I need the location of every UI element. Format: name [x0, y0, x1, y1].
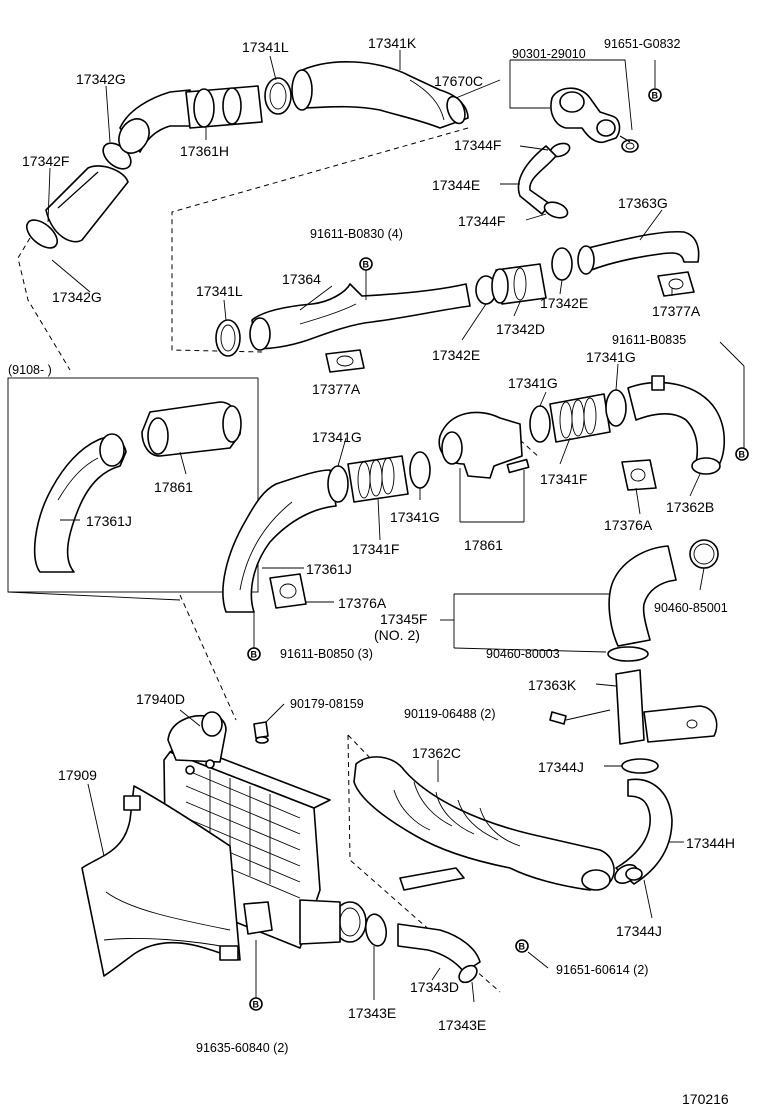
- label-17377A-left: 17377A: [312, 381, 361, 397]
- label-17341F-right: 17341F: [540, 471, 587, 487]
- label-17861-inset: 17861: [154, 479, 193, 495]
- label-90301-29010: 90301-29010: [512, 47, 586, 61]
- label-17341L-mid: 17341L: [196, 283, 243, 299]
- inset-box: (9108- ): [7, 363, 259, 601]
- svg-text:B: B: [652, 91, 659, 101]
- label-17341K: 17341K: [368, 35, 417, 51]
- label-17670C: 17670C: [434, 73, 483, 89]
- label-17363K: 17363K: [528, 677, 577, 693]
- part-labels: 17341L 17341K 17342G 17670C 90301-29010 …: [22, 35, 735, 1107]
- label-17342F: 17342F: [22, 153, 69, 169]
- label-17344E: 17344E: [432, 177, 480, 193]
- diagram-number: 170216: [682, 1091, 729, 1107]
- top-left-hose-assembly: [25, 61, 469, 249]
- svg-text:B: B: [739, 450, 746, 460]
- label-91611-B0835: 91611-B0835: [612, 333, 686, 347]
- label-17341L-top: 17341L: [242, 39, 289, 55]
- label-90119-06488: 90119-06488 (2): [404, 707, 496, 721]
- middle-hose-row: B: [215, 230, 700, 373]
- label-17909: 17909: [58, 767, 97, 783]
- lower-hose-row: B B: [222, 341, 749, 661]
- svg-text:B: B: [251, 650, 258, 660]
- label-17376A-right: 17376A: [604, 517, 653, 533]
- label-17343D: 17343D: [410, 979, 459, 995]
- label-17344F-top: 17344F: [454, 137, 501, 153]
- label-17861-main: 17861: [464, 537, 503, 553]
- bottom-hoses: B: [364, 913, 529, 984]
- label-17361J-inset: 17361J: [86, 513, 132, 529]
- inset-parts: [33, 401, 242, 573]
- svg-text:B: B: [253, 1000, 260, 1010]
- label-17345F-no2: (NO. 2): [374, 627, 420, 643]
- top-right-valve-assembly: B: [509, 59, 662, 219]
- label-91635-60840: 91635-60840 (2): [196, 1041, 288, 1055]
- label-17342G-bottom: 17342G: [52, 289, 102, 305]
- label-91611-B0850: 91611-B0850 (3): [280, 647, 373, 661]
- label-17344F-bottom: 17344F: [458, 213, 505, 229]
- bolt-marker-icon: [515, 939, 529, 953]
- large-duct-17362c: [353, 756, 643, 891]
- intercooler-assembly: B: [81, 711, 367, 1011]
- label-90179-08159: 90179-08159: [290, 697, 364, 711]
- label-17341G-a: 17341G: [586, 349, 636, 365]
- label-17362B: 17362B: [666, 499, 714, 515]
- svg-text:B: B: [363, 260, 370, 270]
- label-17376A-left: 17376A: [338, 595, 387, 611]
- bolt-marker-icon: [648, 88, 662, 102]
- label-17341G-d: 17341G: [390, 509, 440, 525]
- label-17362C: 17362C: [412, 745, 461, 761]
- label-91651-60614: 91651-60614 (2): [556, 963, 648, 977]
- label-17344J-bottom: 17344J: [616, 923, 662, 939]
- label-17364: 17364: [282, 271, 321, 287]
- label-17361J-main: 17361J: [306, 561, 352, 577]
- label-17342D: 17342D: [496, 321, 545, 337]
- label-17341G-b: 17341G: [508, 375, 558, 391]
- label-17344H: 17344H: [686, 835, 735, 851]
- label-91651-G0832: 91651-G0832: [604, 37, 681, 51]
- leader-lines: [47, 50, 705, 1003]
- label-17342E-mid: 17342E: [432, 347, 480, 363]
- label-17343E-left: 17343E: [348, 1005, 396, 1021]
- label-17341F-left: 17341F: [352, 541, 399, 557]
- label-90460-80003: 90460-80003: [486, 647, 560, 661]
- label-91611-B0830: 91611-B0830 (4): [310, 227, 403, 241]
- svg-text:B: B: [519, 942, 526, 952]
- label-17361H: 17361H: [180, 143, 229, 159]
- bolt-marker-icon: [735, 447, 749, 461]
- label-17940D: 17940D: [136, 691, 185, 707]
- label-17377A-right: 17377A: [652, 303, 701, 319]
- label-17344J-top: 17344J: [538, 759, 584, 775]
- label-17363G: 17363G: [618, 195, 668, 211]
- inset-label: (9108- ): [8, 363, 52, 377]
- label-17342G-top: 17342G: [76, 71, 126, 87]
- label-17345F: 17345F: [380, 611, 427, 627]
- label-90460-85001: 90460-85001: [654, 601, 728, 615]
- label-17341G-c: 17341G: [312, 429, 362, 445]
- label-17342E-right: 17342E: [540, 295, 588, 311]
- label-17343E-right: 17343E: [438, 1017, 486, 1033]
